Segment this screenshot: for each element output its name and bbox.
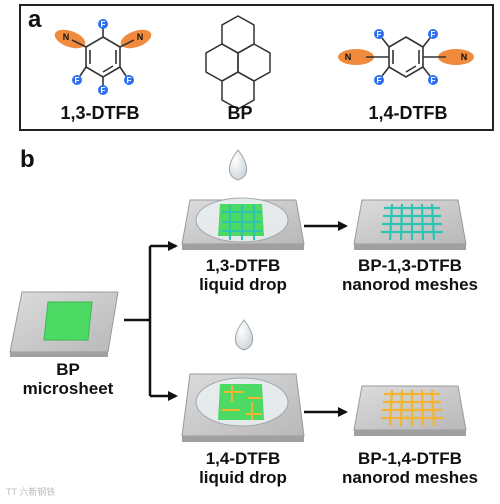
drop-label-top-line2: liquid drop bbox=[199, 275, 287, 295]
panel-b-letter: b bbox=[20, 146, 35, 173]
atom-f-1: F bbox=[377, 30, 382, 39]
panel-a-frame bbox=[19, 4, 494, 131]
product-plate-top bbox=[353, 199, 467, 250]
mesh-orange bbox=[381, 389, 443, 427]
product-label-top-line2: nanorod meshes bbox=[341, 275, 479, 295]
atom-f-4: F bbox=[431, 76, 436, 85]
watermark: TT 六新钢铁 bbox=[6, 487, 56, 497]
atom-f-4: F bbox=[101, 86, 106, 95]
falling-drop-bottom bbox=[234, 319, 254, 351]
highlight-oval-left bbox=[338, 49, 374, 65]
atom-labels-1-4-dtfb: F F F F N N bbox=[345, 29, 468, 85]
drop-label-bottom-line1: 1,4-DTFB bbox=[205, 449, 281, 468]
source-label: BP microsheet bbox=[8, 360, 128, 398]
source-label-line1: BP bbox=[56, 360, 80, 379]
highlight-oval-left bbox=[54, 29, 86, 49]
drop-label-top-line1: 1,3-DTFB bbox=[205, 256, 281, 275]
drop-plate-bottom bbox=[181, 319, 305, 442]
source-label-line2: microsheet bbox=[22, 379, 114, 399]
highlight-oval-right bbox=[438, 49, 474, 65]
molecule-name-1-3-dtfb: 1,3-DTFB bbox=[60, 103, 140, 123]
panel-a-letter: a bbox=[28, 6, 42, 33]
molecule-name-bp: BP bbox=[227, 103, 253, 123]
atom-f-2: F bbox=[431, 30, 436, 39]
atom-n-2: N bbox=[137, 32, 144, 42]
drop-label-top: 1,3-DTFB liquid drop bbox=[176, 256, 310, 294]
bp-microsheet-plate bbox=[9, 291, 119, 357]
drop-label-bottom: 1,4-DTFB liquid drop bbox=[176, 449, 310, 487]
product-label-bottom: BP-1,4-DTFB nanorod meshes bbox=[322, 449, 498, 487]
mesh-cyan bbox=[381, 203, 443, 241]
atom-n-1: N bbox=[345, 52, 352, 62]
product-label-bottom-line1: BP-1,4-DTFB bbox=[358, 449, 462, 468]
atom-labels-1-3-dtfb: F F F F N N bbox=[63, 19, 144, 95]
molecule-1-4-dtfb bbox=[338, 36, 474, 78]
molecule-1-3-dtfb bbox=[54, 28, 152, 86]
product-label-bottom-line2: nanorod meshes bbox=[341, 468, 479, 488]
molecule-name-1-4-dtfb: 1,4-DTFB bbox=[368, 103, 448, 123]
atom-f-3: F bbox=[377, 76, 382, 85]
atom-n-1: N bbox=[63, 32, 70, 42]
drop-label-bottom-line2: liquid drop bbox=[199, 468, 287, 488]
branch-connector bbox=[124, 241, 178, 401]
atom-f-3: F bbox=[127, 76, 132, 85]
atom-n-2: N bbox=[461, 52, 468, 62]
atom-f-2: F bbox=[75, 76, 80, 85]
product-plate-bottom bbox=[353, 385, 467, 436]
molecule-bp bbox=[205, 15, 271, 110]
atom-f-1: F bbox=[101, 20, 106, 29]
falling-drop-top bbox=[228, 149, 248, 181]
product-label-top: BP-1,3-DTFB nanorod meshes bbox=[322, 256, 498, 294]
product-label-top-line1: BP-1,3-DTFB bbox=[358, 256, 462, 275]
drop-plate-top bbox=[181, 149, 305, 250]
